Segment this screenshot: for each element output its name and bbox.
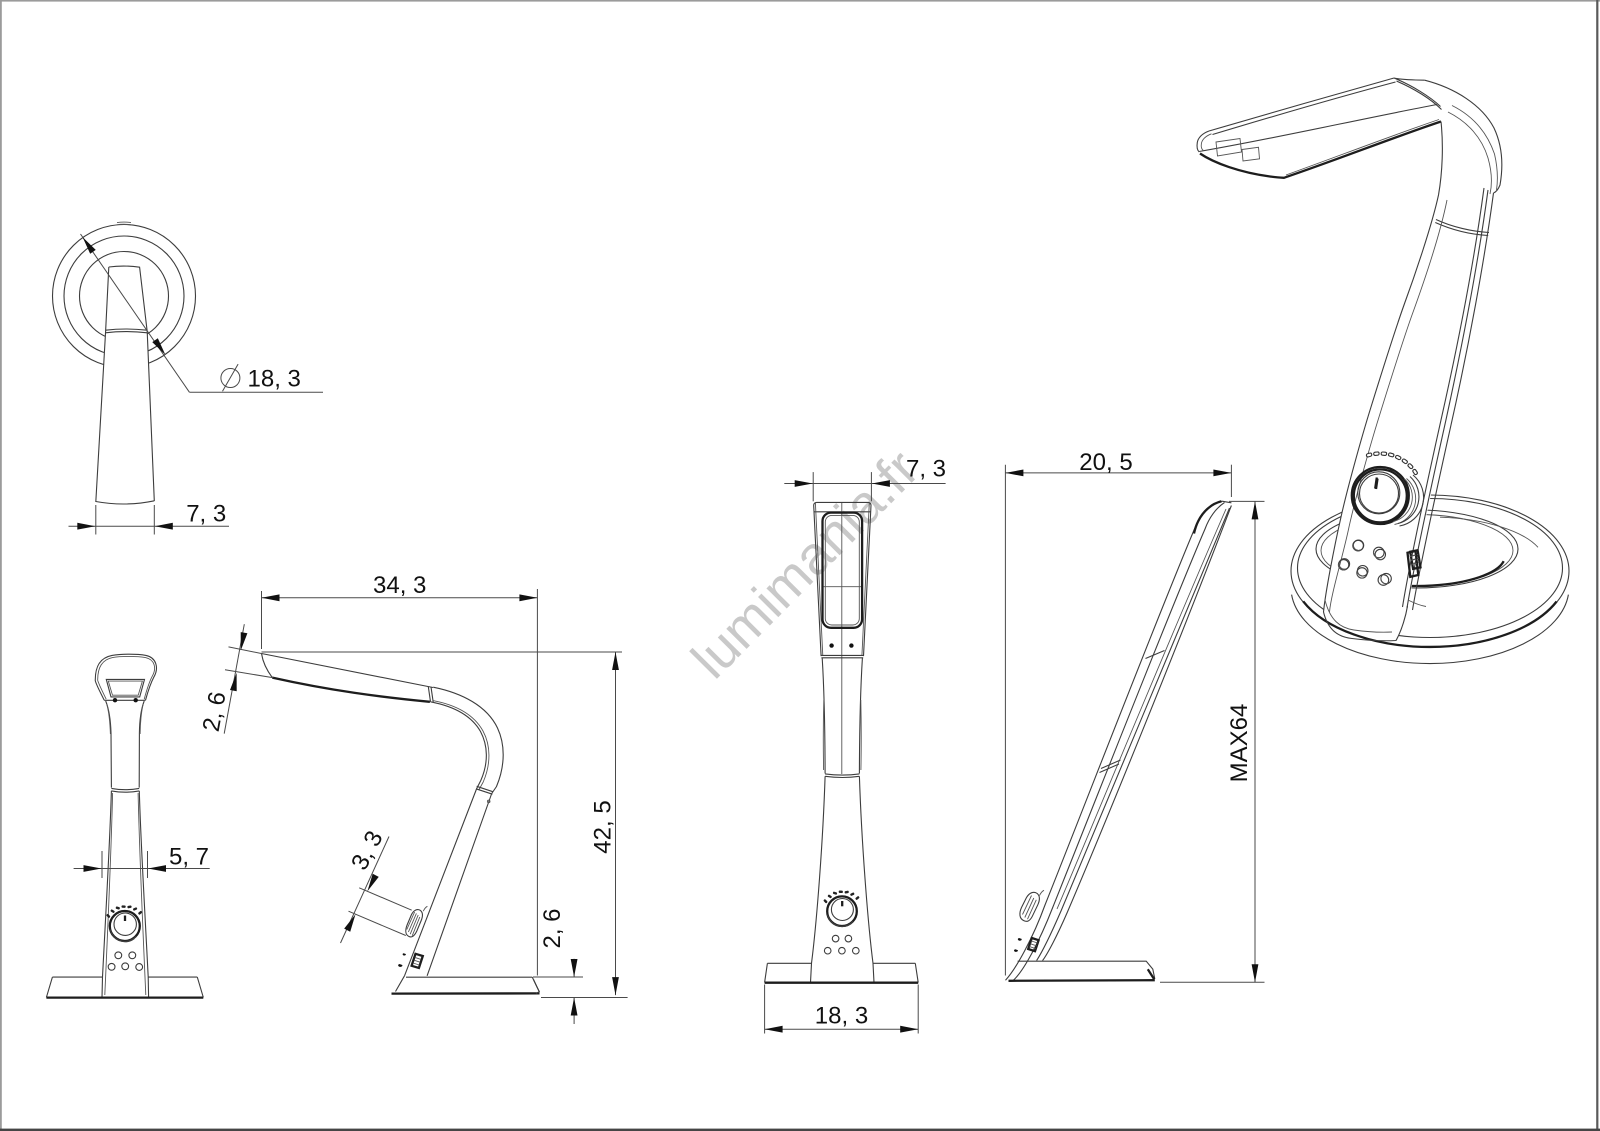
- svg-text:20, 5: 20, 5: [1079, 449, 1132, 476]
- svg-text:42, 5: 42, 5: [590, 800, 617, 853]
- svg-text:7, 3: 7, 3: [186, 501, 226, 528]
- svg-text:34, 3: 34, 3: [373, 572, 426, 599]
- svg-text:2, 6: 2, 6: [539, 908, 566, 948]
- svg-text:MAX64: MAX64: [1226, 704, 1253, 783]
- svg-text:18, 3: 18, 3: [248, 366, 301, 393]
- svg-text:18, 3: 18, 3: [815, 1003, 868, 1030]
- svg-text:7, 3: 7, 3: [906, 455, 946, 482]
- svg-text:5, 7: 5, 7: [169, 844, 209, 871]
